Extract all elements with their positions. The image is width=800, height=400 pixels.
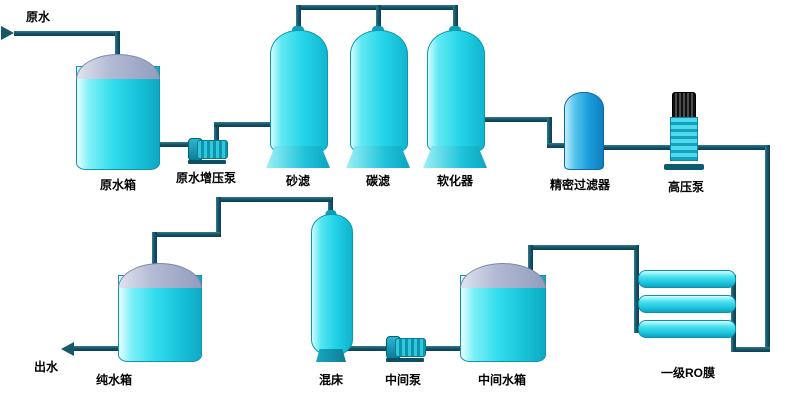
label-mixed-bed: 混床: [318, 373, 344, 387]
label-outlet: 出水: [33, 360, 59, 374]
vessel-base: [316, 349, 346, 362]
pipe-segment: [528, 245, 533, 273]
vessel-body: [350, 30, 408, 152]
inlet-flow-arrow-icon: [1, 26, 14, 40]
ro-membrane-tube: [638, 320, 736, 338]
label-mid-tank: 中间水箱: [477, 373, 527, 387]
tank-body: [118, 275, 202, 362]
pipe-segment: [74, 346, 120, 351]
sand-filter-vessel: [266, 26, 330, 168]
pipe-segment: [152, 232, 157, 268]
tank-dome: [460, 263, 546, 288]
pump-stage-column: [670, 117, 698, 161]
tank-body: [76, 66, 160, 170]
tank-dome: [118, 263, 202, 288]
pipe-segment: [216, 197, 221, 237]
vessel-base: [346, 146, 410, 168]
pure-water-tank: [118, 263, 202, 362]
pipe-segment: [328, 197, 333, 217]
pipe-segment: [600, 145, 670, 150]
tank-dome: [76, 54, 160, 79]
intermediate-pump: [384, 336, 426, 362]
vessel-top-fitting: [325, 210, 337, 217]
pipe-segment: [735, 347, 770, 352]
pipe-segment: [420, 346, 462, 351]
label-precision-filter: 精密过滤器: [549, 178, 611, 192]
label-raw-tank: 原水箱: [99, 178, 137, 192]
pipe-segment: [547, 143, 567, 148]
softener-vessel: [423, 26, 487, 168]
ro-membrane-tube: [638, 270, 736, 288]
vessel-body: [270, 30, 328, 152]
pipe-segment: [346, 346, 388, 351]
raw-water-tank: [76, 54, 160, 170]
vessel-body: [311, 214, 353, 356]
pump-base: [188, 160, 226, 164]
vessel-base: [266, 146, 330, 168]
carbon-filter-vessel: [346, 26, 410, 168]
label-ro-membrane: 一级RO膜: [660, 366, 716, 380]
pipe-segment: [214, 122, 274, 127]
pipe-segment: [376, 5, 381, 33]
pipe-segment: [453, 5, 458, 33]
precision-filter-vessel: [564, 92, 604, 170]
vessel-base: [423, 146, 487, 168]
ro-membrane-tube: [638, 295, 736, 313]
pipe-segment: [216, 197, 332, 202]
pipe-segment: [296, 5, 301, 33]
pump-motor: [395, 338, 426, 357]
booster-pump: [186, 138, 228, 164]
pipe-segment: [115, 31, 120, 65]
pipe-segment: [694, 145, 770, 150]
outlet-flow-arrow-icon: [61, 342, 74, 356]
pump-base: [386, 358, 424, 362]
label-sand-filter: 砂滤: [285, 174, 311, 188]
ro-right-manifold-pipe: [731, 275, 736, 352]
label-carbon-filter: 碳滤: [365, 174, 391, 188]
pump-motor: [672, 92, 696, 120]
pipe-segment: [547, 117, 552, 148]
pipe-segment: [481, 117, 552, 122]
label-softener: 软化器: [436, 174, 474, 188]
pipe-segment: [765, 145, 770, 352]
label-hp-pump: 高压泵: [667, 180, 705, 194]
label-mid-pump: 中间泵: [384, 373, 422, 387]
high-pressure-pump: [664, 92, 704, 170]
label-inlet: 原水: [25, 10, 51, 24]
pipe-segment: [14, 31, 119, 36]
pump-motor: [197, 140, 228, 159]
pipe-segment: [214, 122, 219, 142]
pipe-segment: [152, 232, 220, 237]
ro-membrane-stack: [638, 270, 736, 338]
ro-left-manifold-pipe: [634, 245, 639, 333]
tank-body: [460, 275, 546, 362]
vessel-body: [427, 30, 485, 152]
mixed-bed-vessel: [311, 210, 353, 362]
pump-base: [664, 164, 704, 170]
pipe-segment: [528, 245, 636, 250]
intermediate-water-tank: [460, 263, 546, 362]
pipe-segment: [156, 142, 192, 147]
label-pure-tank: 纯水箱: [95, 373, 133, 387]
label-booster-pump: 原水增压泵: [175, 171, 237, 185]
